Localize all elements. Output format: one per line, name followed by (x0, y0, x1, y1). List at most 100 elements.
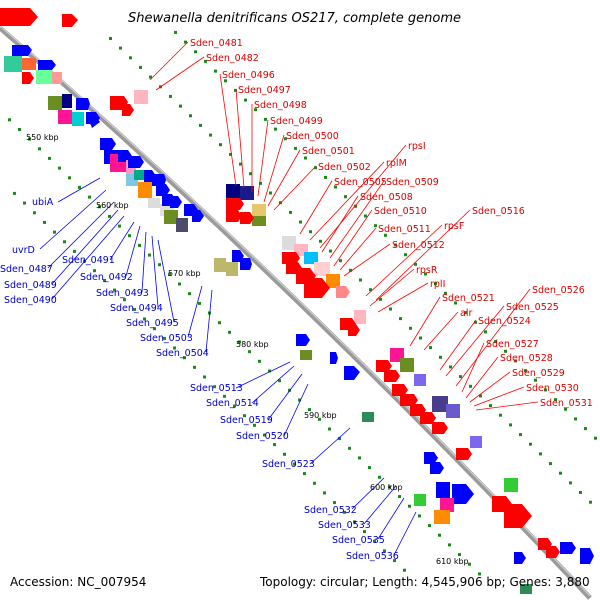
tick-dot (269, 191, 272, 195)
gene-arrow (226, 198, 244, 210)
tick-dot (203, 375, 206, 379)
gene-box (432, 396, 448, 412)
gene-box (434, 510, 450, 524)
tick-dot (344, 195, 347, 199)
leader-line (475, 401, 539, 411)
tick-dot (318, 417, 321, 421)
gene-label: rpsI (408, 141, 426, 152)
tick-dot (133, 307, 136, 311)
tick-dot (364, 214, 367, 218)
gene-label: Sden_0511 (378, 224, 431, 235)
gene-label: Sden_0519 (220, 415, 273, 426)
leader-line (375, 209, 471, 301)
tick-dot (224, 79, 227, 83)
gene-box (164, 210, 178, 224)
gene-box (446, 404, 460, 418)
gene-arrow (282, 252, 300, 264)
gene-box (22, 58, 36, 70)
gene-label: Sden_0493 (96, 288, 149, 299)
tick-dot (564, 407, 567, 411)
leader-line (377, 282, 429, 313)
gene-box (414, 374, 426, 386)
gene-arrow (12, 45, 32, 56)
leader-line (365, 224, 443, 297)
leader-line (465, 356, 499, 399)
topology-label: Topology: circular; Length: 4,545,906 bp… (259, 575, 590, 589)
tick-dot (594, 436, 597, 440)
tick-dot (379, 297, 382, 301)
leader-line (283, 383, 309, 437)
gene-box (134, 90, 148, 104)
gene-box (72, 112, 84, 126)
leader-line (157, 239, 175, 323)
gene-box (326, 274, 340, 288)
gene-box (400, 358, 414, 372)
gene-arrow (100, 138, 116, 150)
leader-line (393, 511, 417, 556)
tick-dot (369, 288, 372, 292)
leader-line (309, 161, 385, 241)
gene-arrow (304, 278, 330, 298)
tick-dot (233, 404, 236, 408)
tick-dot (213, 385, 216, 389)
gene-box (354, 310, 366, 324)
gene-box (52, 72, 62, 84)
leader-line (263, 134, 285, 203)
leader-line (235, 88, 245, 189)
gene-label: Sden_0514 (206, 398, 259, 409)
tick-dot (43, 220, 46, 224)
gene-features (0, 8, 594, 594)
tick-dot (314, 166, 317, 170)
page-title: Shewanella denitrificans OS217, complete… (128, 11, 461, 26)
tick-dot (474, 320, 477, 324)
gene-box (48, 96, 62, 110)
gene-label: Sden_0531 (540, 398, 593, 409)
tick-dot (178, 282, 181, 286)
gene-arrow (336, 286, 350, 298)
scale-label: 550 kbp (26, 133, 59, 142)
tick-dot (384, 233, 387, 237)
tick-dot (243, 414, 246, 418)
tick-dot (353, 520, 356, 524)
tick-dot (48, 156, 51, 160)
leader-line (109, 221, 135, 261)
leader-line (321, 195, 359, 253)
gene-label: rpsF (444, 221, 464, 232)
tick-dot (249, 172, 252, 176)
leader-line (51, 209, 119, 285)
gene-label: rplM (386, 158, 407, 169)
leader-line (235, 361, 291, 389)
gene-box (504, 478, 518, 492)
leader-line (155, 56, 205, 91)
tick-dot (234, 88, 237, 92)
gene-arrow (128, 156, 144, 168)
gene-label: Sden_0521 (442, 293, 495, 304)
gene-label: Sden_0523 (262, 459, 315, 470)
gene-label: Sden_0525 (506, 302, 559, 313)
gene-arrow (330, 352, 338, 364)
tick-dot (584, 427, 587, 431)
tick-dot (363, 530, 366, 534)
gene-label: Sden_0481 (190, 38, 243, 49)
gene-label: Sden_0533 (318, 520, 371, 531)
tick-dot (499, 413, 502, 417)
tick-dot (123, 298, 126, 302)
gene-arrow (76, 98, 90, 110)
tick-dot (428, 524, 431, 528)
leader-line (47, 201, 115, 269)
leader-line (219, 73, 237, 187)
tick-dot (289, 210, 292, 214)
tick-dot (223, 394, 226, 398)
tick-dot (429, 346, 432, 350)
gene-box (414, 494, 426, 506)
gene-label: Sden_0503 (140, 333, 193, 344)
gene-arrow (452, 484, 474, 504)
gene-arrow (88, 116, 100, 128)
gene-arrow (344, 366, 360, 380)
tick-dot (63, 240, 66, 244)
tick-dot (544, 388, 547, 392)
tick-dot (469, 384, 472, 388)
tick-dot (273, 443, 276, 447)
forward-gene-labels: Sden_0481 Sden_0482 Sden_0496 Sden_0497 … (190, 38, 593, 409)
